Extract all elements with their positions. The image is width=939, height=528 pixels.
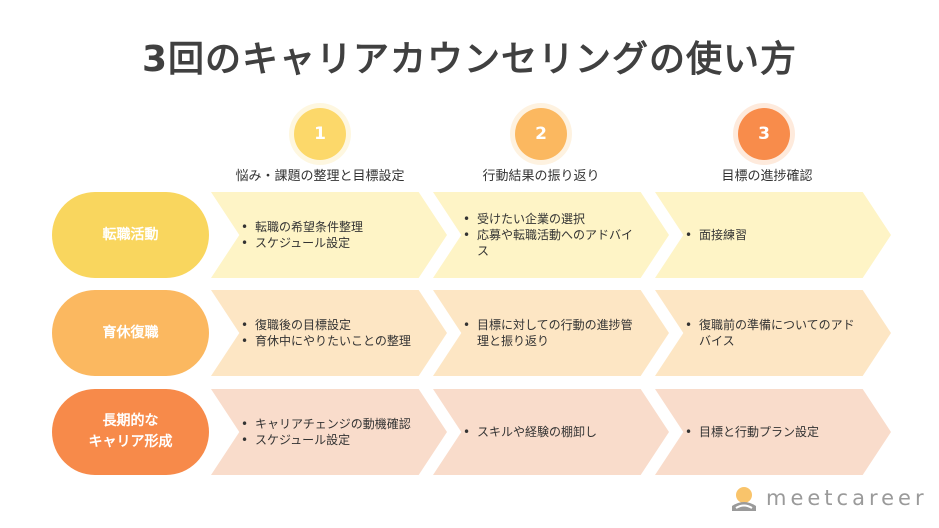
row-label-line: 育休復職 xyxy=(102,324,159,341)
bullet-item: スケジュール設定 xyxy=(241,432,415,448)
logo-text: meetcareer xyxy=(766,486,928,510)
row-label-job-change: 転職活動 xyxy=(52,192,209,278)
bullet-item: 受けたい企業の選択 xyxy=(463,211,637,227)
cell-return-step-1: 復職後の目標設定 育休中にやりたいことの整理 xyxy=(211,290,447,376)
bullet-item: 復職後の目標設定 xyxy=(241,317,415,333)
bullet-item: 応募や転職活動へのアドバイス xyxy=(463,227,637,259)
step-2-circle: 2 xyxy=(510,103,572,165)
cell-return-step-2: 目標に対しての行動の進捗管理と振り返り xyxy=(433,290,669,376)
bullet-item: 育休中にやりたいことの整理 xyxy=(241,333,415,349)
cell-return-step-3: 復職前の準備についてのアドバイス xyxy=(655,290,891,376)
brand-logo: meetcareer xyxy=(730,484,928,512)
cell-long-term-step-3: 目標と行動プラン設定 xyxy=(655,389,891,475)
bullet-item: スケジュール設定 xyxy=(241,235,415,251)
row-label-long-term-career: 長期的な キャリア形成 xyxy=(52,389,209,475)
logo-mark-icon xyxy=(732,487,756,511)
step-2-label: 行動結果の振り返り xyxy=(482,169,600,184)
page-title: 3回のキャリアカウンセリングの使い方 xyxy=(141,39,798,80)
step-3-circle: 3 xyxy=(733,103,795,165)
step-3-label: 目標の進捗確認 xyxy=(721,169,813,184)
row-label-return-from-leave: 育休復職 xyxy=(52,290,209,376)
step-1-label: 悩み・課題の整理と目標設定 xyxy=(235,169,405,184)
cell-long-term-step-1: キャリアチェンジの動機確認 スケジュール設定 xyxy=(211,389,447,475)
cell-long-term-step-2: スキルや経験の棚卸し xyxy=(433,389,669,475)
bullet-item: 面接練習 xyxy=(685,227,859,243)
bullet-item: スキルや経験の棚卸し xyxy=(463,424,637,440)
cell-job-change-step-2: 受けたい企業の選択 応募や転職活動へのアドバイス xyxy=(433,192,669,278)
row-label-line: 転職活動 xyxy=(102,226,159,243)
step-1-circle: 1 xyxy=(289,103,351,165)
row-label-line: 長期的な xyxy=(102,413,159,429)
bullet-item: 転職の希望条件整理 xyxy=(241,219,415,235)
cell-job-change-step-1: 転職の希望条件整理 スケジュール設定 xyxy=(211,192,447,278)
bullet-item: 目標に対しての行動の進捗管理と振り返り xyxy=(463,317,637,349)
bullet-item: 目標と行動プラン設定 xyxy=(685,424,859,440)
row-label-line: キャリア形成 xyxy=(88,434,173,450)
cell-job-change-step-3: 面接練習 xyxy=(655,192,891,278)
bullet-item: 復職前の準備についてのアドバイス xyxy=(685,317,859,349)
bullet-item: キャリアチェンジの動機確認 xyxy=(241,416,415,432)
